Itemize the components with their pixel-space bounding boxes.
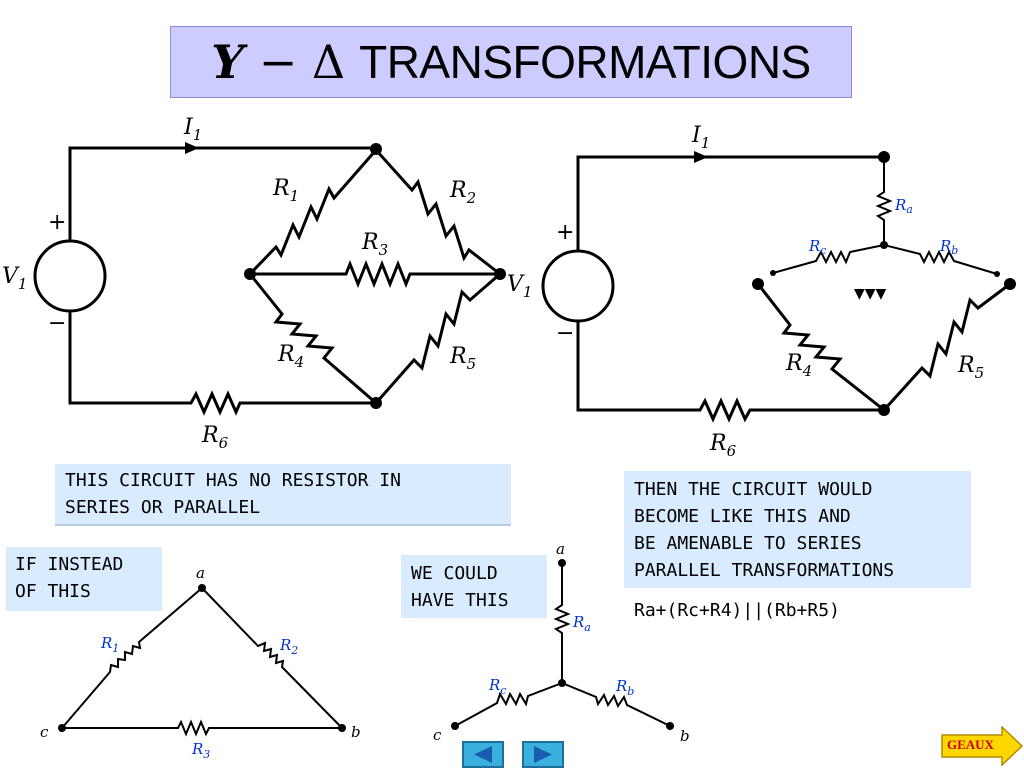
- ellipsis-arrows: ▼▼▼: [854, 286, 887, 302]
- wye-node-a: [558, 559, 566, 567]
- node-right-right: [1004, 278, 1016, 290]
- current-arrow-right: [694, 151, 708, 163]
- wye-label-rb: Rb: [615, 677, 634, 698]
- node-top: [370, 143, 382, 155]
- resistor-r3: [250, 259, 500, 289]
- note-we-could: WE COULD HAVE THIS: [401, 555, 547, 618]
- geaux-label: GEAUX: [947, 737, 994, 752]
- node-right: [494, 268, 506, 280]
- wye-label-a: a: [556, 540, 565, 558]
- slide-title: Y − Δ TRANSFORMATIONS: [170, 26, 852, 98]
- resistor-r5-right: [882, 282, 1011, 412]
- triangle-left-icon: [474, 746, 492, 763]
- node-right-center: [880, 241, 888, 249]
- wye-label-rc: Rc: [488, 676, 506, 697]
- resistor-r5: [374, 272, 501, 404]
- delta-node-c: [58, 724, 66, 732]
- wye-label-ra: Ra: [572, 613, 591, 634]
- wye-label-b: b: [680, 727, 690, 745]
- label-v1-node: V1: [507, 272, 532, 301]
- wye-node-b: [666, 722, 674, 730]
- delta-label-r1: R1: [100, 634, 119, 655]
- label-r5-right: R5: [957, 353, 984, 382]
- delta-label-b: b: [351, 723, 361, 741]
- geaux-button[interactable]: GEAUX: [940, 726, 1024, 766]
- label-plus: +: [48, 210, 66, 235]
- label-r6-right: R6: [709, 431, 737, 460]
- resistor-delta-r2: [201, 587, 343, 729]
- triangle-right-icon: [534, 746, 552, 763]
- resistor-wye-ra: [553, 563, 571, 683]
- note-no-series-parallel: THIS CIRCUIT HAS NO RESISTOR IN SERIES O…: [55, 464, 511, 526]
- label-r1: R1: [272, 176, 299, 205]
- resistor-r2: [374, 148, 501, 276]
- current-arrow: [185, 142, 199, 154]
- delta-label-a: a: [196, 564, 205, 582]
- label-v1-source: V1: [2, 264, 27, 293]
- note-if-instead: IF INSTEAD OF THIS: [6, 547, 162, 611]
- label-r6: R6: [201, 423, 229, 452]
- resistor-r4-right: [756, 283, 885, 412]
- arrow-right-icon: [941, 726, 1024, 766]
- label-minus-right: −: [556, 321, 574, 346]
- node-right-bottom: [878, 404, 890, 416]
- node-right-top: [878, 151, 890, 163]
- label-r3: R3: [361, 230, 388, 259]
- node-left: [244, 268, 256, 280]
- node-bottom: [370, 397, 382, 409]
- right-transformed-circuit: ▼▼▼ I1 + − Ra Rc Rb R4 R5 R6: [541, 123, 1016, 460]
- voltage-source-right: [541, 249, 615, 323]
- label-r2: R2: [449, 178, 476, 207]
- label-i1: I1: [183, 115, 202, 144]
- label-minus: −: [48, 311, 66, 336]
- node-right-c: [770, 270, 776, 276]
- label-r4: R4: [277, 342, 304, 371]
- next-slide-button[interactable]: [522, 741, 564, 768]
- resistor-r6-right: [694, 397, 884, 423]
- equivalent-resistance-formula: Ra+(Rc+R4)||(Rb+R5): [634, 600, 840, 621]
- resistor-r4: [248, 273, 377, 405]
- resistor-r6: [186, 390, 376, 416]
- label-rc-right: Rc: [808, 237, 826, 257]
- node-right-b: [994, 271, 1000, 277]
- delta-network: a c b R1 R2 R3: [40, 564, 361, 761]
- delta-label-c: c: [40, 723, 49, 741]
- wye-label-c: c: [433, 726, 442, 744]
- resistor-ra-right: [875, 157, 893, 245]
- resistor-delta-r1: [61, 587, 203, 729]
- resistor-wye-rb: [561, 682, 671, 727]
- delta-node-a: [198, 584, 206, 592]
- label-ra-right: Ra: [894, 196, 913, 216]
- wye-node-center: [558, 679, 566, 687]
- resistor-rc-right: [772, 244, 885, 274]
- resistor-rb-right: [883, 244, 998, 275]
- label-r4-right: R4: [785, 351, 812, 380]
- delta-label-r3: R3: [191, 740, 210, 761]
- label-plus-right: +: [556, 220, 574, 245]
- voltage-source-v1: [33, 239, 107, 313]
- title-symbol: Y − Δ: [211, 35, 346, 89]
- wye-network: a c b Ra Rc Rb: [433, 540, 690, 745]
- title-text: TRANSFORMATIONS: [359, 36, 811, 88]
- delta-node-b: [338, 724, 346, 732]
- resistor-delta-r3: [62, 719, 342, 737]
- label-i1-right: I1: [691, 123, 710, 152]
- wye-node-c: [451, 722, 459, 730]
- previous-slide-button[interactable]: [462, 741, 504, 768]
- delta-label-r2: R2: [279, 636, 298, 657]
- label-rb-right: Rb: [939, 237, 958, 257]
- resistor-wye-rc: [454, 682, 563, 727]
- left-bridge-circuit: I1 + − V1 V1 R1 R2 R3 R4 R5 R6: [2, 115, 532, 452]
- label-r5: R5: [449, 344, 476, 373]
- node-right-left: [752, 278, 764, 290]
- note-then-circuit: THEN THE CIRCUIT WOULD BECOME LIKE THIS …: [624, 471, 971, 588]
- resistor-r1: [248, 149, 378, 276]
